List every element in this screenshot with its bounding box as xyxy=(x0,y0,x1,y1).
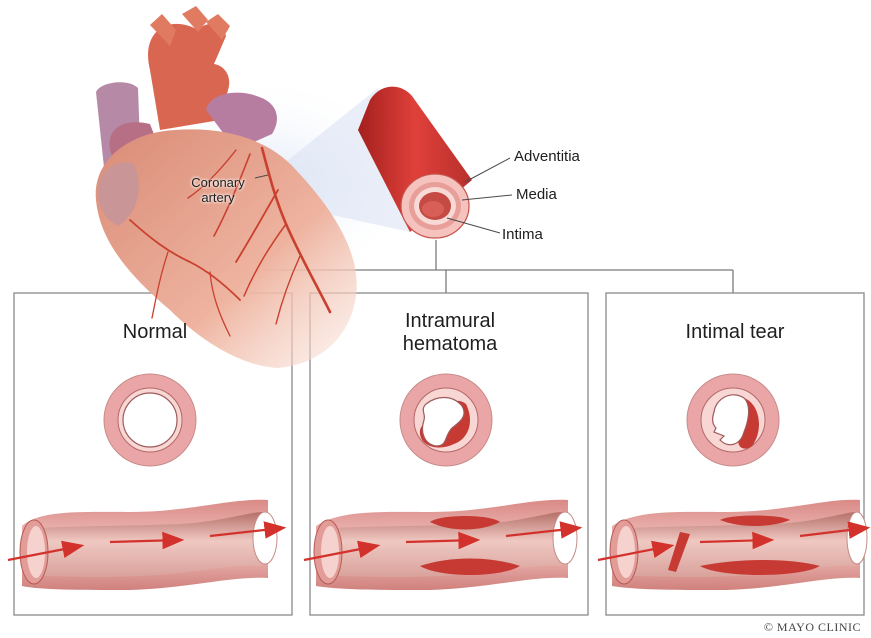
panel-title-normal: Normal xyxy=(80,321,230,344)
panel-title-intramural-hematoma: Intramural hematoma xyxy=(370,310,530,356)
intima-label: Intima xyxy=(502,226,543,243)
normal-cross-section xyxy=(104,374,196,466)
coronary-artery-label: Coronary artery xyxy=(178,175,258,205)
panel-title-intimal-tear: Intimal tear xyxy=(650,321,820,344)
adventitia-label: Adventitia xyxy=(514,148,580,165)
media-label: Media xyxy=(516,186,557,203)
hematoma-cross-section xyxy=(400,374,492,466)
intimal-tear-cross-section xyxy=(687,374,779,466)
credit-text: © MAYO CLINIC xyxy=(764,620,861,635)
